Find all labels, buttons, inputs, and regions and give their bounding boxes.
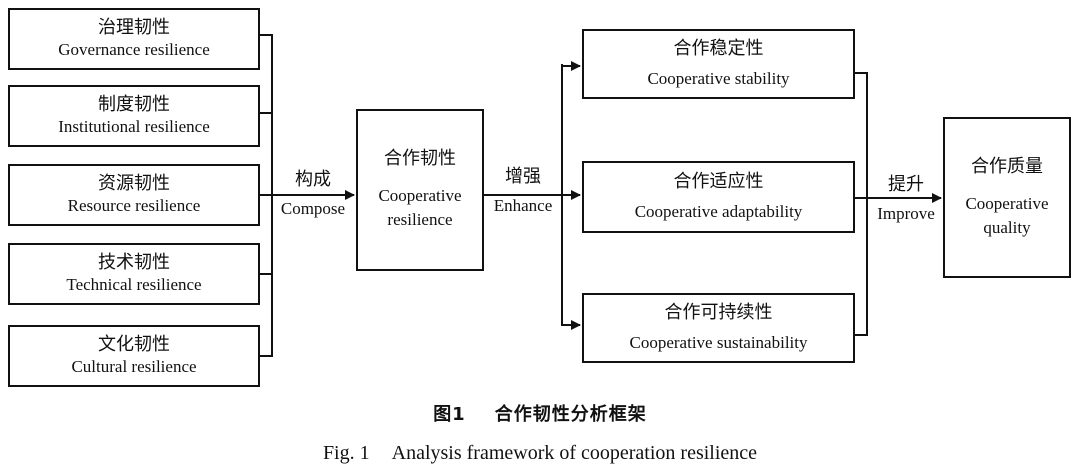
cooperative-stability-zh: 合作稳定性 [673, 38, 764, 59]
cooperative-quality-en-line2: quality [983, 217, 1031, 237]
improve-label-en: Improve [877, 204, 935, 223]
cooperative-resilience-box: 合作韧性 Cooperative resilience [356, 109, 484, 271]
improve-label: 提升 Improve [869, 175, 943, 224]
cooperative-sustainability-zh: 合作可持续性 [664, 302, 773, 323]
resource-resilience-zh: 资源韧性 [98, 173, 170, 194]
improve-label-zh: 提升 [888, 174, 924, 195]
technical-resilience-zh: 技术韧性 [98, 252, 170, 273]
cooperative-resilience-en-line1: Cooperative [378, 186, 462, 205]
resource-resilience-box: 资源韧性 Resource resilience [8, 164, 260, 226]
cooperative-adaptability-zh: 合作适应性 [673, 171, 764, 192]
figure-caption-en-label: Fig. 1 [322, 442, 370, 464]
figure-caption-zh: 图1 合作韧性分析框架 [0, 400, 1080, 426]
technical-resilience-box: 技术韧性 Technical resilience [8, 243, 260, 305]
cooperative-sustainability-en: Cooperative sustainability [629, 333, 808, 352]
governance-resilience-box: 治理韧性 Governance resilience [8, 8, 260, 70]
enhance-label-zh: 增强 [505, 166, 541, 187]
compose-label: 构成 Compose [272, 170, 354, 219]
resource-resilience-en: Resource resilience [67, 196, 201, 215]
compose-label-en: Compose [280, 199, 346, 218]
cooperative-quality-en-line1: Cooperative [965, 193, 1049, 213]
institutional-resilience-box: 制度韧性 Institutional resilience [8, 85, 260, 147]
diagram-connectors [260, 34, 942, 357]
cooperative-stability-box: 合作稳定性 Cooperative stability [582, 29, 855, 99]
figure-caption-en: Fig. 1 Analysis framework of cooperation … [0, 442, 1080, 465]
cooperative-quality-zh: 合作质量 [971, 155, 1043, 177]
governance-resilience-zh: 治理韧性 [98, 17, 170, 38]
technical-resilience-en: Technical resilience [66, 275, 202, 294]
cultural-resilience-en: Cultural resilience [71, 357, 197, 376]
enhance-label: 增强 Enhance [486, 167, 560, 216]
cooperative-sustainability-box: 合作可持续性 Cooperative sustainability [582, 293, 855, 363]
cooperative-resilience-en-line2: resilience [387, 210, 453, 229]
cooperative-quality-box: 合作质量 Cooperative quality [943, 117, 1071, 278]
cooperative-resilience-zh: 合作韧性 [384, 148, 456, 169]
cultural-resilience-box: 文化韧性 Cultural resilience [8, 325, 260, 387]
figure-caption-zh-title: 合作韧性分析框架 [494, 404, 647, 425]
cooperative-adaptability-en: Cooperative adaptability [634, 202, 803, 221]
figure-caption-en-title: Analysis framework of cooperation resili… [391, 442, 758, 464]
cooperative-adaptability-box: 合作适应性 Cooperative adaptability [582, 161, 855, 233]
enhance-label-en: Enhance [493, 196, 553, 215]
cooperative-stability-en: Cooperative stability [647, 69, 790, 88]
figure-caption-zh-label: 图1 [433, 404, 466, 425]
governance-resilience-en: Governance resilience [58, 40, 210, 59]
institutional-resilience-en: Institutional resilience [58, 117, 210, 136]
institutional-resilience-zh: 制度韧性 [98, 94, 170, 115]
cultural-resilience-zh: 文化韧性 [98, 334, 170, 355]
compose-label-zh: 构成 [295, 169, 331, 190]
